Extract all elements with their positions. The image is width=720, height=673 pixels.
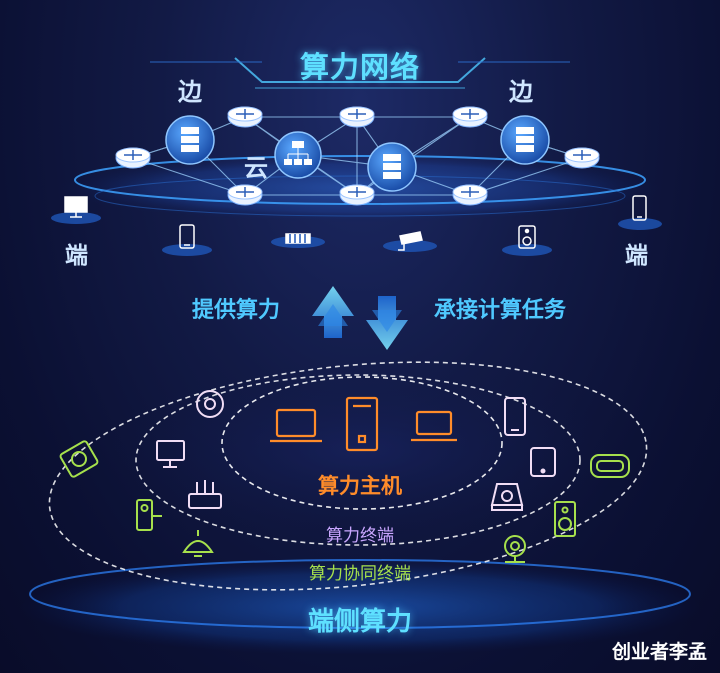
- router-icon: [227, 106, 263, 128]
- phone-icon: [504, 397, 526, 436]
- terminal-ring: [135, 374, 581, 546]
- router-nodes: [115, 106, 600, 206]
- tower-pc-icon: [345, 396, 379, 452]
- cloud-hub-icon: [274, 131, 322, 179]
- end-label-right: 端: [625, 243, 648, 269]
- camera-icon: [398, 231, 423, 251]
- appliance-icon: [59, 440, 99, 478]
- collab-devices: [59, 440, 630, 563]
- terminal-devices: [156, 390, 556, 511]
- up-arrow: [312, 286, 354, 338]
- laptop-icon: [411, 410, 457, 442]
- server-nodes: [165, 115, 550, 192]
- server-icon: [165, 115, 215, 165]
- edge-label-right: 边: [509, 78, 533, 106]
- smart-lock-icon: [136, 499, 162, 531]
- router-icon: [564, 147, 600, 169]
- provide-compute-label: 提供算力: [192, 298, 281, 323]
- laptop-icon: [270, 408, 322, 443]
- robot-vacuum-icon: [196, 390, 224, 418]
- speaker-icon: [554, 501, 576, 537]
- collab-ring: [48, 361, 648, 591]
- phone-icon: [179, 224, 195, 249]
- host-ring: [221, 376, 503, 510]
- storage-icon: [490, 483, 524, 511]
- network-title: 算力网络: [299, 50, 420, 84]
- router-icon: [339, 184, 375, 206]
- watermark: 创业者李孟: [612, 641, 708, 663]
- tablet-icon: [530, 447, 556, 477]
- router-icon: [452, 106, 488, 128]
- server-icon: [500, 115, 550, 165]
- router-icon: [227, 184, 263, 206]
- speaker-icon: [518, 225, 536, 249]
- compute-terminal-label: 算力终端: [326, 526, 394, 546]
- webcam-icon: [504, 535, 526, 563]
- down-arrow: [366, 296, 408, 350]
- router-icon: [339, 106, 375, 128]
- router-icon: [452, 184, 488, 206]
- collab-terminal-label: 算力协同终端: [309, 564, 411, 584]
- monitor-icon: [64, 196, 88, 218]
- display-icon: [285, 233, 311, 244]
- compute-host-label: 算力主机: [318, 474, 402, 498]
- edge-label-left: 边: [178, 78, 202, 106]
- router-icon: [115, 147, 151, 169]
- end-label-left: 端: [65, 243, 88, 269]
- undertake-task-label: 承接计算任务: [434, 298, 567, 323]
- edge-compute-title: 端侧算力: [307, 607, 412, 637]
- cloud-label: 云: [244, 154, 268, 182]
- vr-goggles-icon: [590, 454, 630, 478]
- host-devices: [270, 396, 457, 452]
- base-platform-rim: [29, 559, 691, 629]
- network-platform-inner-rim: [94, 175, 626, 217]
- title-frame: [150, 57, 570, 89]
- base-platform: [20, 559, 700, 655]
- top-end-devices: [51, 195, 662, 256]
- ceiling-lamp-icon: [182, 530, 214, 557]
- monitor-icon: [156, 440, 185, 468]
- phone-icon: [632, 195, 647, 221]
- server-icon: [367, 142, 417, 192]
- wifi-router-icon: [188, 480, 222, 509]
